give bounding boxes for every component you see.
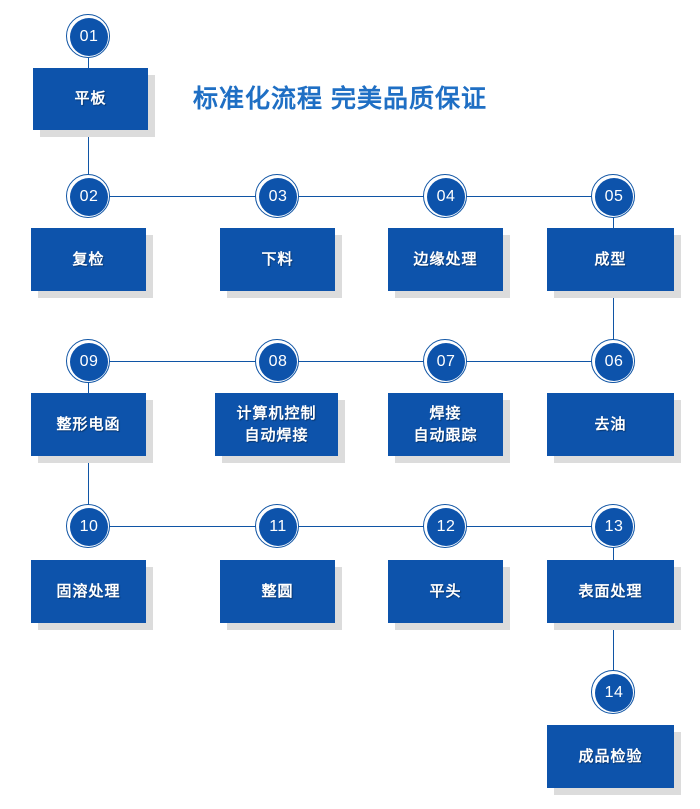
step-box-05[interactable]: 成型: [547, 228, 674, 291]
step-badge-10[interactable]: 10: [66, 504, 110, 548]
step-label-02: 复检: [72, 250, 105, 268]
connector-10-to-11: [88, 526, 277, 527]
step-box-08[interactable]: 计算机控制 自动焊接: [215, 393, 338, 456]
step-badge-06[interactable]: 06: [591, 339, 635, 383]
step-number-08: 08: [259, 343, 297, 381]
step-label-03: 下料: [261, 250, 294, 268]
step-number-05: 05: [595, 178, 633, 216]
step-number-14: 14: [595, 674, 633, 712]
step-number-01: 01: [70, 18, 108, 56]
step-badge-13[interactable]: 13: [591, 504, 635, 548]
connector-08-to-09: [88, 361, 277, 362]
step-label-09: 整形电函: [56, 415, 121, 433]
step-number-03: 03: [259, 178, 297, 216]
step-label-06: 去油: [594, 415, 627, 433]
step-box-07[interactable]: 焊接 自动跟踪: [388, 393, 503, 456]
step-label-05: 成型: [594, 250, 627, 268]
step-badge-05[interactable]: 05: [591, 174, 635, 218]
step-number-11: 11: [259, 508, 297, 546]
step-box-10[interactable]: 固溶处理: [31, 560, 146, 623]
connector-03-to-04: [277, 196, 445, 197]
step-box-12[interactable]: 平头: [388, 560, 503, 623]
connector-12-to-13: [445, 526, 613, 527]
step-badge-14[interactable]: 14: [591, 670, 635, 714]
step-number-04: 04: [427, 178, 465, 216]
step-box-04[interactable]: 边缘处理: [388, 228, 503, 291]
step-number-13: 13: [595, 508, 633, 546]
step-label-13: 表面处理: [578, 582, 643, 600]
step-box-11[interactable]: 整圆: [220, 560, 335, 623]
flowchart-title: 标准化流程 完美品质保证: [193, 85, 487, 113]
step-label-08: 计算机控制 自动焊接: [236, 404, 317, 444]
step-badge-12[interactable]: 12: [423, 504, 467, 548]
connector-07-to-08: [277, 361, 445, 362]
step-label-14: 成品检验: [578, 747, 643, 765]
connector-04-to-05: [445, 196, 613, 197]
step-box-02[interactable]: 复检: [31, 228, 146, 291]
connector-06-to-07: [445, 361, 613, 362]
step-label-10: 固溶处理: [56, 582, 121, 600]
step-number-10: 10: [70, 508, 108, 546]
step-box-01[interactable]: 平板: [33, 68, 148, 130]
step-badge-01[interactable]: 01: [66, 14, 110, 58]
step-badge-08[interactable]: 08: [255, 339, 299, 383]
connector-02-to-03: [88, 196, 277, 197]
step-number-09: 09: [70, 343, 108, 381]
step-box-06[interactable]: 去油: [547, 393, 674, 456]
step-label-12: 平头: [429, 582, 462, 600]
connector-11-to-12: [277, 526, 445, 527]
step-badge-07[interactable]: 07: [423, 339, 467, 383]
step-box-14[interactable]: 成品检验: [547, 725, 674, 788]
step-box-03[interactable]: 下料: [220, 228, 335, 291]
step-number-06: 06: [595, 343, 633, 381]
step-label-04: 边缘处理: [413, 250, 478, 268]
step-badge-04[interactable]: 04: [423, 174, 467, 218]
step-badge-11[interactable]: 11: [255, 504, 299, 548]
step-number-02: 02: [70, 178, 108, 216]
step-box-09[interactable]: 整形电函: [31, 393, 146, 456]
step-badge-02[interactable]: 02: [66, 174, 110, 218]
step-label-07: 焊接 自动跟踪: [413, 404, 478, 444]
step-badge-03[interactable]: 03: [255, 174, 299, 218]
step-number-07: 07: [427, 343, 465, 381]
step-badge-09[interactable]: 09: [66, 339, 110, 383]
step-label-01: 平板: [74, 90, 107, 107]
step-number-12: 12: [427, 508, 465, 546]
step-label-11: 整圆: [261, 582, 294, 600]
step-box-13[interactable]: 表面处理: [547, 560, 674, 623]
